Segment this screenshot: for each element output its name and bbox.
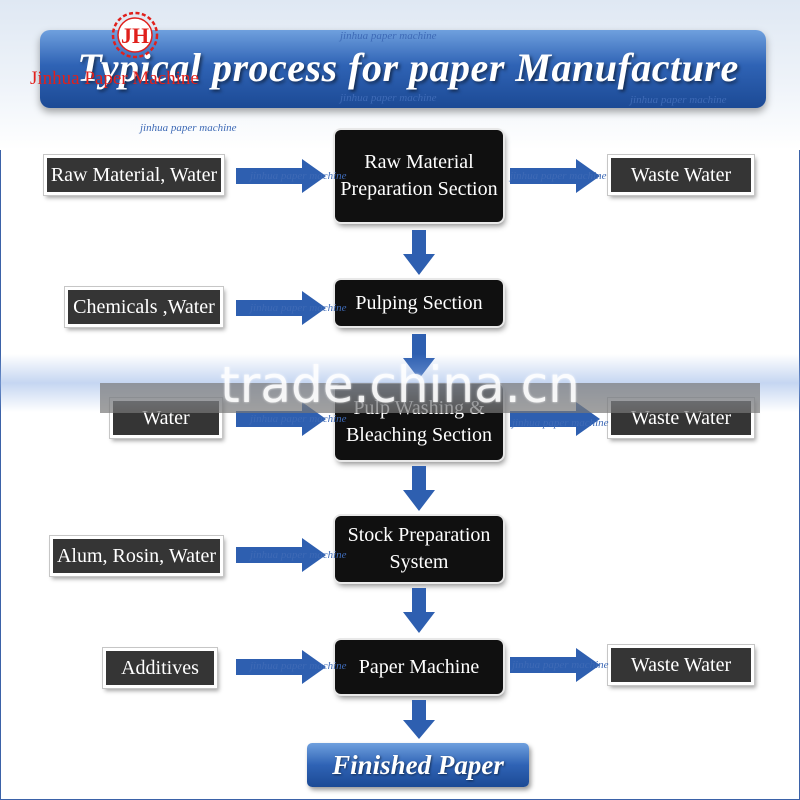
arrow-right: [510, 648, 600, 682]
arrow-down: [403, 230, 435, 275]
logo-caption: Jinhua Paper Machine: [30, 68, 199, 89]
watermark-text: jinhua paper machine: [510, 170, 607, 182]
watermark-text: jinhua paper machine: [250, 302, 347, 314]
finished-paper-box: Finished Paper: [307, 743, 529, 787]
process-step-pulping: Pulping Section: [335, 280, 503, 326]
arrow-down: [403, 466, 435, 511]
process-step-paper-machine: Paper Machine: [335, 640, 503, 694]
arrow-right: [236, 650, 326, 684]
process-step-raw-material: Raw Material Preparation Section: [335, 130, 503, 222]
watermark-text: jinhua paper machine: [250, 660, 347, 672]
watermark-text: jinhua paper machine: [512, 417, 609, 429]
process-step-stock-preparation: Stock Preparation System: [335, 516, 503, 582]
input-alum-rosin-water: Alum, Rosin, Water: [50, 536, 223, 576]
output-waste-water: Waste Water: [608, 155, 754, 195]
arrow-right: [236, 291, 326, 325]
watermark-text: jinhua paper machine: [140, 122, 237, 134]
arrow-right: [236, 159, 326, 193]
logo-mark: JH: [121, 23, 149, 48]
output-waste-water: Waste Water: [608, 645, 754, 685]
watermark-text: jinhua paper machine: [630, 94, 727, 106]
watermark-text: jinhua paper machine: [250, 413, 347, 425]
site-watermark: trade.china.cn: [220, 356, 580, 414]
watermark-text: jinhua paper machine: [250, 170, 347, 182]
watermark-text: jinhua paper machine: [340, 30, 437, 42]
input-chemicals-water: Chemicals ,Water: [65, 287, 223, 327]
title-banner: [40, 30, 766, 108]
input-raw-material-water: Raw Material, Water: [44, 155, 224, 195]
arrow-right: [510, 159, 600, 193]
watermark-text: jinhua paper machine: [250, 549, 347, 561]
watermark-text: jinhua paper machine: [340, 92, 437, 104]
input-additives: Additives: [103, 648, 217, 688]
page-title: Typical process for paper Manufacture: [77, 45, 739, 90]
arrow-right: [236, 538, 326, 572]
watermark-band-shade: [100, 383, 760, 413]
watermark-text: jinhua paper machine: [512, 659, 609, 671]
jinhua-logo: JH: [111, 11, 159, 59]
arrow-down: [403, 700, 435, 739]
arrow-down: [403, 588, 435, 633]
